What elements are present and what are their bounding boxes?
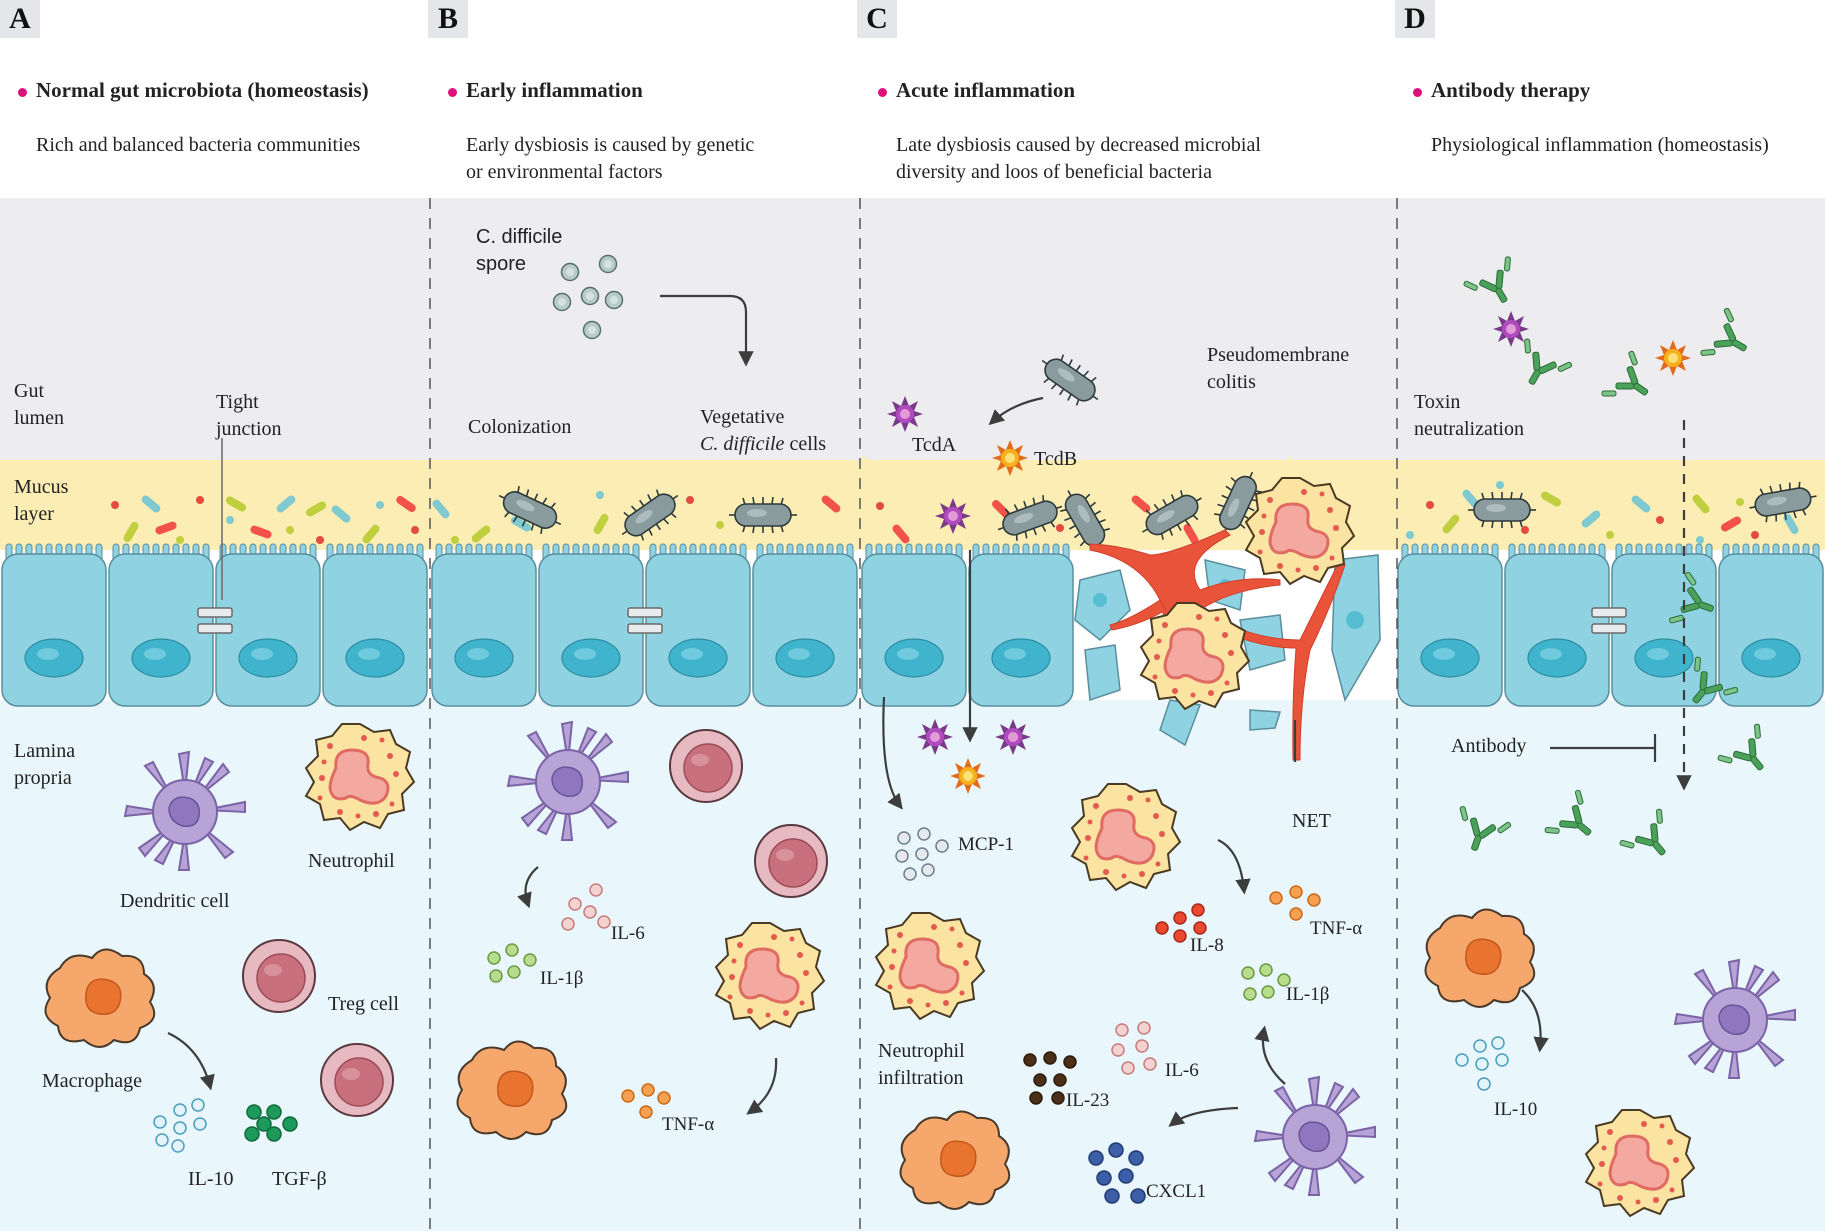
panel-letter-d: D: [1395, 0, 1435, 38]
label-neutrophil: Neutrophil: [308, 850, 395, 872]
macrophage-a: [44, 948, 156, 1048]
desc-line: Early dysbiosis is caused by genetic: [466, 134, 755, 156]
label-line: infiltration: [878, 1067, 964, 1089]
label-il1b-b: IL-1β: [540, 968, 584, 989]
panel-heading-a: Normal gut microbiota (homeostasis): [18, 78, 369, 103]
epithelium-row-c: [861, 543, 1381, 747]
panel-letter-c: C: [857, 0, 897, 38]
panel-heading-d: Antibody therapy: [1413, 78, 1590, 103]
macrophage-c: [899, 1110, 1011, 1210]
label-tnfa-b: TNF-α: [662, 1114, 715, 1135]
treg-cell-a2: [320, 1043, 394, 1117]
panel-heading-b-text: Early inflammation: [466, 78, 643, 102]
macrophage-b: [456, 1040, 568, 1140]
label-line: spore: [476, 253, 527, 275]
label-line: Mucus: [14, 476, 69, 498]
label-treg-cell: Treg cell: [328, 993, 399, 1015]
label-cxcl1: CXCL1: [1146, 1181, 1207, 1202]
label-line: neutralization: [1414, 418, 1524, 440]
cytokine-clusters: [153, 827, 1509, 1204]
label-il10-d: IL-10: [1494, 1099, 1538, 1120]
bullet-dot-icon: [878, 87, 887, 97]
label-line: Gut: [14, 380, 44, 402]
label-line: Vegetative: [700, 406, 785, 428]
macrophage-d: [1424, 908, 1536, 1008]
treg-cell-b1: [669, 729, 743, 803]
bullet-dot-icon: [1413, 87, 1422, 97]
panel-heading-b: Early inflammation: [448, 78, 643, 103]
label-spore: C. difficile spore: [476, 224, 562, 278]
treg-cell-b2: [754, 824, 828, 898]
label-il8: IL-8: [1190, 935, 1224, 956]
label-line: lumen: [14, 407, 64, 429]
tight-junction-icon: [197, 438, 1627, 634]
desc-line: diversity and loos of beneficial bacteri…: [896, 161, 1212, 183]
label-italic: C. difficile: [700, 433, 785, 455]
desc-line: Physiological inflammation (homeostasis): [1431, 134, 1769, 156]
label-dendritic-cell: Dendritic cell: [120, 890, 230, 912]
label-mucus-layer: Mucus layer: [14, 474, 68, 528]
label-line: Lamina: [14, 740, 76, 762]
panel-letter-b: B: [428, 0, 468, 38]
panel-heading-a-text: Normal gut microbiota (homeostasis): [36, 78, 369, 102]
arrows: [167, 294, 1692, 1127]
label-il6-c: IL-6: [1165, 1060, 1199, 1081]
label-il10-a: IL-10: [188, 1168, 234, 1190]
panel-heading-d-text: Antibody therapy: [1431, 78, 1591, 102]
label-line: C. difficile cells: [700, 431, 826, 458]
label-suffix: cells: [784, 433, 827, 455]
panel-description-b: Early dysbiosis is caused by genetic or e…: [466, 132, 754, 186]
panel-letter-a: A: [0, 0, 40, 38]
label-il1b-c: IL-1β: [1286, 984, 1330, 1005]
desc-line: Rich and balanced bacteria communities: [36, 134, 361, 156]
label-il6-b: IL-6: [611, 923, 645, 944]
label-macrophage: Macrophage: [42, 1070, 142, 1092]
label-il23: IL-23: [1066, 1090, 1110, 1111]
label-neutrophil-infiltration: Neutrophil infiltration: [878, 1038, 965, 1092]
label-tcdb: TcdB: [1034, 448, 1078, 470]
label-lamina-propria: Lamina propria: [14, 738, 75, 792]
label-gut-lumen: Gut lumen: [14, 378, 64, 432]
label-line: Neutrophil: [878, 1040, 965, 1062]
label-pseudomembrane: Pseudomembrane colitis: [1207, 342, 1349, 396]
bullet-dot-icon: [448, 87, 457, 97]
bullet-dot-icon: [18, 87, 27, 97]
label-antibody: Antibody: [1451, 735, 1527, 757]
panel-heading-c: Acute inflammation: [878, 78, 1075, 103]
label-tgfb: TGF-β: [272, 1168, 327, 1190]
desc-line: Late dysbiosis caused by decreased micro…: [896, 134, 1261, 156]
label-tcda: TcdA: [912, 434, 957, 456]
label-line: C. difficile: [476, 226, 563, 248]
panel-description-c: Late dysbiosis caused by decreased micro…: [896, 132, 1261, 186]
commensal-bacteria: [111, 481, 1799, 545]
panel-description-d: Physiological inflammation (homeostasis): [1431, 132, 1769, 159]
label-line: Toxin: [1414, 391, 1461, 413]
label-tight-junction: Tight junction: [216, 389, 282, 443]
label-line: propria: [14, 767, 72, 789]
label-tnfa-c: TNF-α: [1310, 918, 1363, 939]
label-line: Pseudomembrane: [1207, 344, 1350, 366]
label-net: NET: [1292, 810, 1331, 832]
neutrophil-c2: [1139, 601, 1251, 711]
panel-dividers: [429, 198, 1398, 1231]
label-line: junction: [216, 418, 282, 440]
panel-description-a: Rich and balanced bacteria communities: [36, 132, 360, 159]
label-toxin-neutralization: Toxin neutralization: [1414, 389, 1524, 443]
label-vegetative: Vegetative C. difficile cells: [700, 404, 826, 458]
panel-heading-c-text: Acute inflammation: [896, 78, 1076, 102]
desc-line: or environmental factors: [466, 161, 663, 183]
label-line: Tight: [216, 391, 259, 413]
label-line: layer: [14, 503, 54, 525]
label-line: colitis: [1207, 371, 1256, 393]
label-mcp1: MCP-1: [958, 834, 1014, 855]
treg-cell-a1: [242, 939, 316, 1013]
label-colonization: Colonization: [468, 416, 572, 438]
